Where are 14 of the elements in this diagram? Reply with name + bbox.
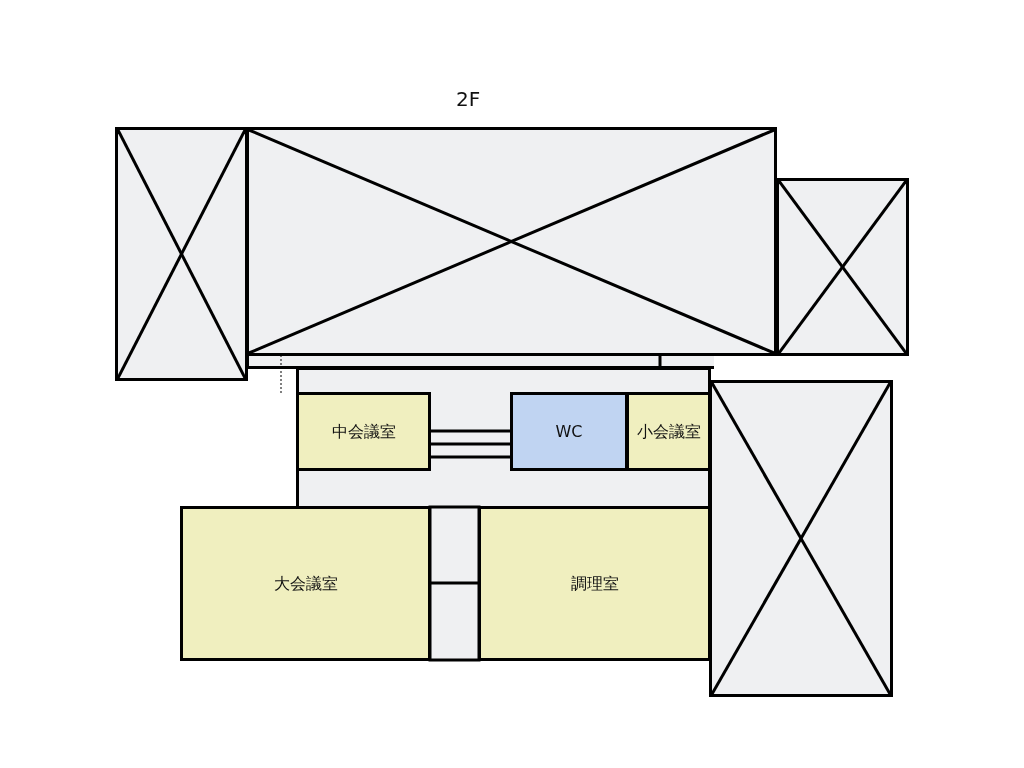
void-area (115, 127, 248, 381)
room-label: 大会議室 (273, 572, 338, 595)
room (478, 506, 711, 661)
room (296, 392, 431, 471)
room (510, 392, 628, 471)
room (180, 506, 431, 661)
floor-title: 2F (456, 86, 481, 113)
room-label: WC (555, 420, 583, 443)
void-area (776, 178, 909, 356)
room-label: 調理室 (570, 572, 619, 595)
room-label: 中会議室 (331, 420, 396, 443)
room (626, 392, 711, 471)
room-label: 小会議室 (636, 420, 701, 443)
void-area (709, 380, 893, 697)
